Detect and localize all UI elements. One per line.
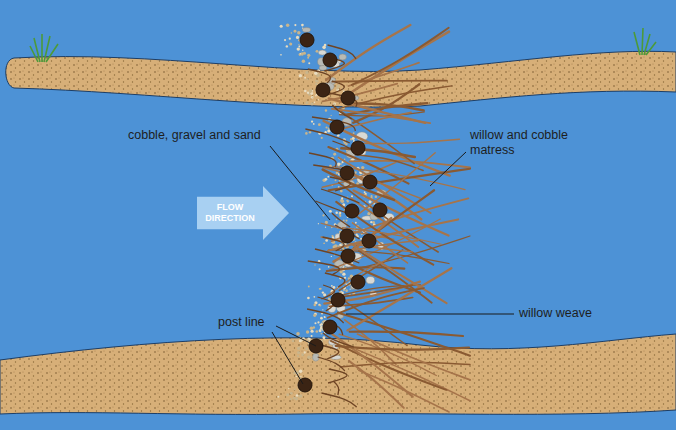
- callout-label: cobble, gravel and sand: [128, 128, 278, 143]
- callout-label: willow and cobble matress: [470, 128, 600, 158]
- flow-arrow: FLOW DIRECTION: [197, 186, 289, 240]
- callout-label: willow weave: [519, 306, 629, 321]
- grass-tuft: [30, 28, 656, 62]
- bottom-bank: [0, 334, 676, 414]
- arrow-outline: [197, 186, 289, 240]
- willow-mattress: [305, 25, 470, 412]
- top-bank: [6, 51, 676, 107]
- post-line: [298, 33, 387, 392]
- callout-label: post line: [218, 315, 288, 330]
- leader-lines: [270, 146, 514, 384]
- arrow-label: FLOW DIRECTION: [197, 186, 263, 224]
